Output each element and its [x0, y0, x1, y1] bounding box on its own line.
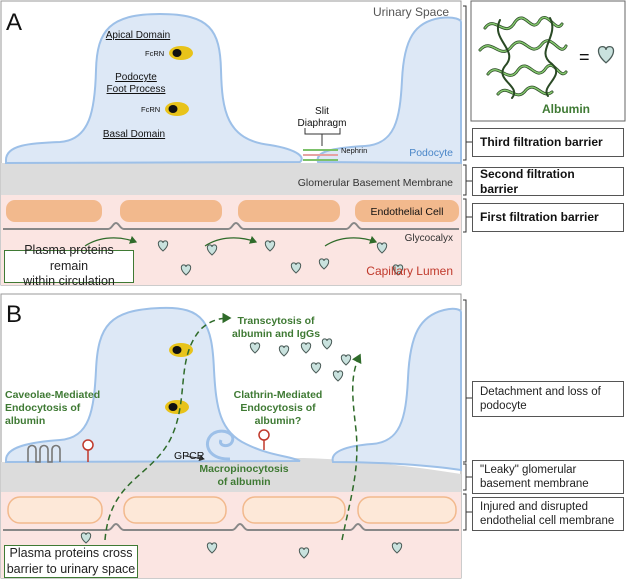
clathrin-pit [205, 429, 235, 461]
albumin-label: Albumin [542, 102, 590, 116]
third-barrier-box: Third filtration barrier [472, 128, 624, 157]
endothelial-cells-b [7, 496, 457, 524]
fcrn-receptor-b-top [169, 343, 193, 357]
fcrn-receptor-bottom [165, 102, 189, 116]
transcytosis-label-2: albumin and IgGs [232, 328, 320, 340]
endothelial-cell-label: Endothelial Cell [371, 206, 444, 218]
leaky-gbm-box: "Leaky" glomerular basement membrane [472, 460, 624, 494]
urinary-space-label: Urinary Space [373, 5, 449, 19]
brackets-b [463, 299, 472, 531]
nephrin-label: Nephrin [341, 146, 367, 155]
plasma-note-b: Plasma proteins cross barrier to urinary… [4, 545, 138, 578]
clathrin-receptor-right [258, 429, 270, 450]
fcrn-label-top: FcRN [145, 49, 164, 58]
flow-arrow-1 [84, 235, 138, 247]
glycocalyx-label: Glycocalyx [405, 233, 453, 244]
gpcr-label: GPCR [174, 450, 205, 462]
podocyte-right-b [331, 307, 462, 472]
second-barrier-box: Second filtration barrier [472, 167, 624, 196]
podocyte-right-a [316, 16, 462, 165]
transcytosis-label-1: Transcytosis of [237, 315, 315, 327]
panel-b-letter: B [6, 301, 22, 328]
fcrn-receptor-b-bottom [165, 400, 189, 414]
endothelial-injury-box: Injured and disrupted endothelial cell m… [472, 497, 624, 531]
gbm-label: Glomerular Basement Membrane [298, 177, 453, 189]
gbm-a [1, 163, 461, 195]
plasma-note-b-line-1: Plasma proteins cross [9, 545, 133, 560]
flow-arrow-2 [204, 235, 258, 247]
slit-diaphragm-lines [303, 128, 341, 161]
plasma-note-a-line-2: within circulation [23, 274, 115, 289]
slit-label-1: Slit [315, 106, 329, 117]
plasma-note-a: Plasma proteins remain within circulatio… [4, 243, 134, 288]
flow-arrow-3 [324, 235, 378, 247]
slit-label-2: Diaphragm [298, 118, 347, 129]
clathrin-receptor-left [82, 439, 94, 462]
plasma-note-a-line-1: Plasma proteins remain [24, 243, 114, 273]
first-barrier-box: First filtration barrier [472, 203, 624, 232]
plasma-note-b-line-2: barrier to urinary space [6, 561, 136, 576]
glycocalyx-line-a [3, 221, 459, 230]
podocyte-left-a [5, 12, 303, 165]
macropinocytosis-label-1: Macropinocytosis [199, 463, 288, 475]
gbm-b [1, 458, 461, 492]
fcrn-label-bottom: FcRN [141, 105, 160, 114]
clathrin-label-1: Clathrin-Mediated [234, 389, 323, 401]
capillary-lumen-label: Capillary Lumen [366, 264, 453, 278]
gpcr-pointer [184, 455, 205, 462]
basal-domain-label: Basal Domain [103, 129, 165, 140]
podocyte-loss-box: Detachment and loss of podocyte [472, 381, 624, 417]
caveolae-label-1: Caveolae-Mediated [5, 389, 100, 401]
caveolae-label-2: Endocytosis of [5, 402, 81, 414]
transcytosis-arrow-left [104, 312, 232, 541]
podocyte-left-b [5, 306, 301, 464]
transcytosis-arrow-right [341, 353, 362, 541]
brackets-a [463, 5, 472, 233]
clathrin-label-2: Endocytosis of [240, 402, 316, 414]
fcrn-receptor-top [169, 46, 193, 60]
apical-domain-label: Apical Domain [106, 30, 170, 41]
equals-sign: = [579, 47, 590, 67]
endothelial-cells-a [6, 200, 459, 222]
foot-process-label-1: Podocyte [115, 72, 157, 83]
panel-b: B Transcytosis of albumin and IgGs Caveo… [0, 293, 462, 579]
albumin-ribbon-icon [478, 16, 568, 99]
macropinocytosis-label-2: of albumin [217, 476, 270, 488]
clathrin-label-3: albumin? [255, 415, 302, 427]
caveolae-structure [27, 444, 61, 463]
podocyte-label: Podocyte [409, 147, 453, 159]
albumin-structure-box: = Albumin [470, 0, 626, 122]
glycocalyx-line-b [3, 522, 459, 531]
foot-process-label-2: Foot Process [107, 84, 166, 95]
panel-a-letter: A [6, 9, 22, 36]
caveolae-label-3: albumin [5, 415, 45, 427]
